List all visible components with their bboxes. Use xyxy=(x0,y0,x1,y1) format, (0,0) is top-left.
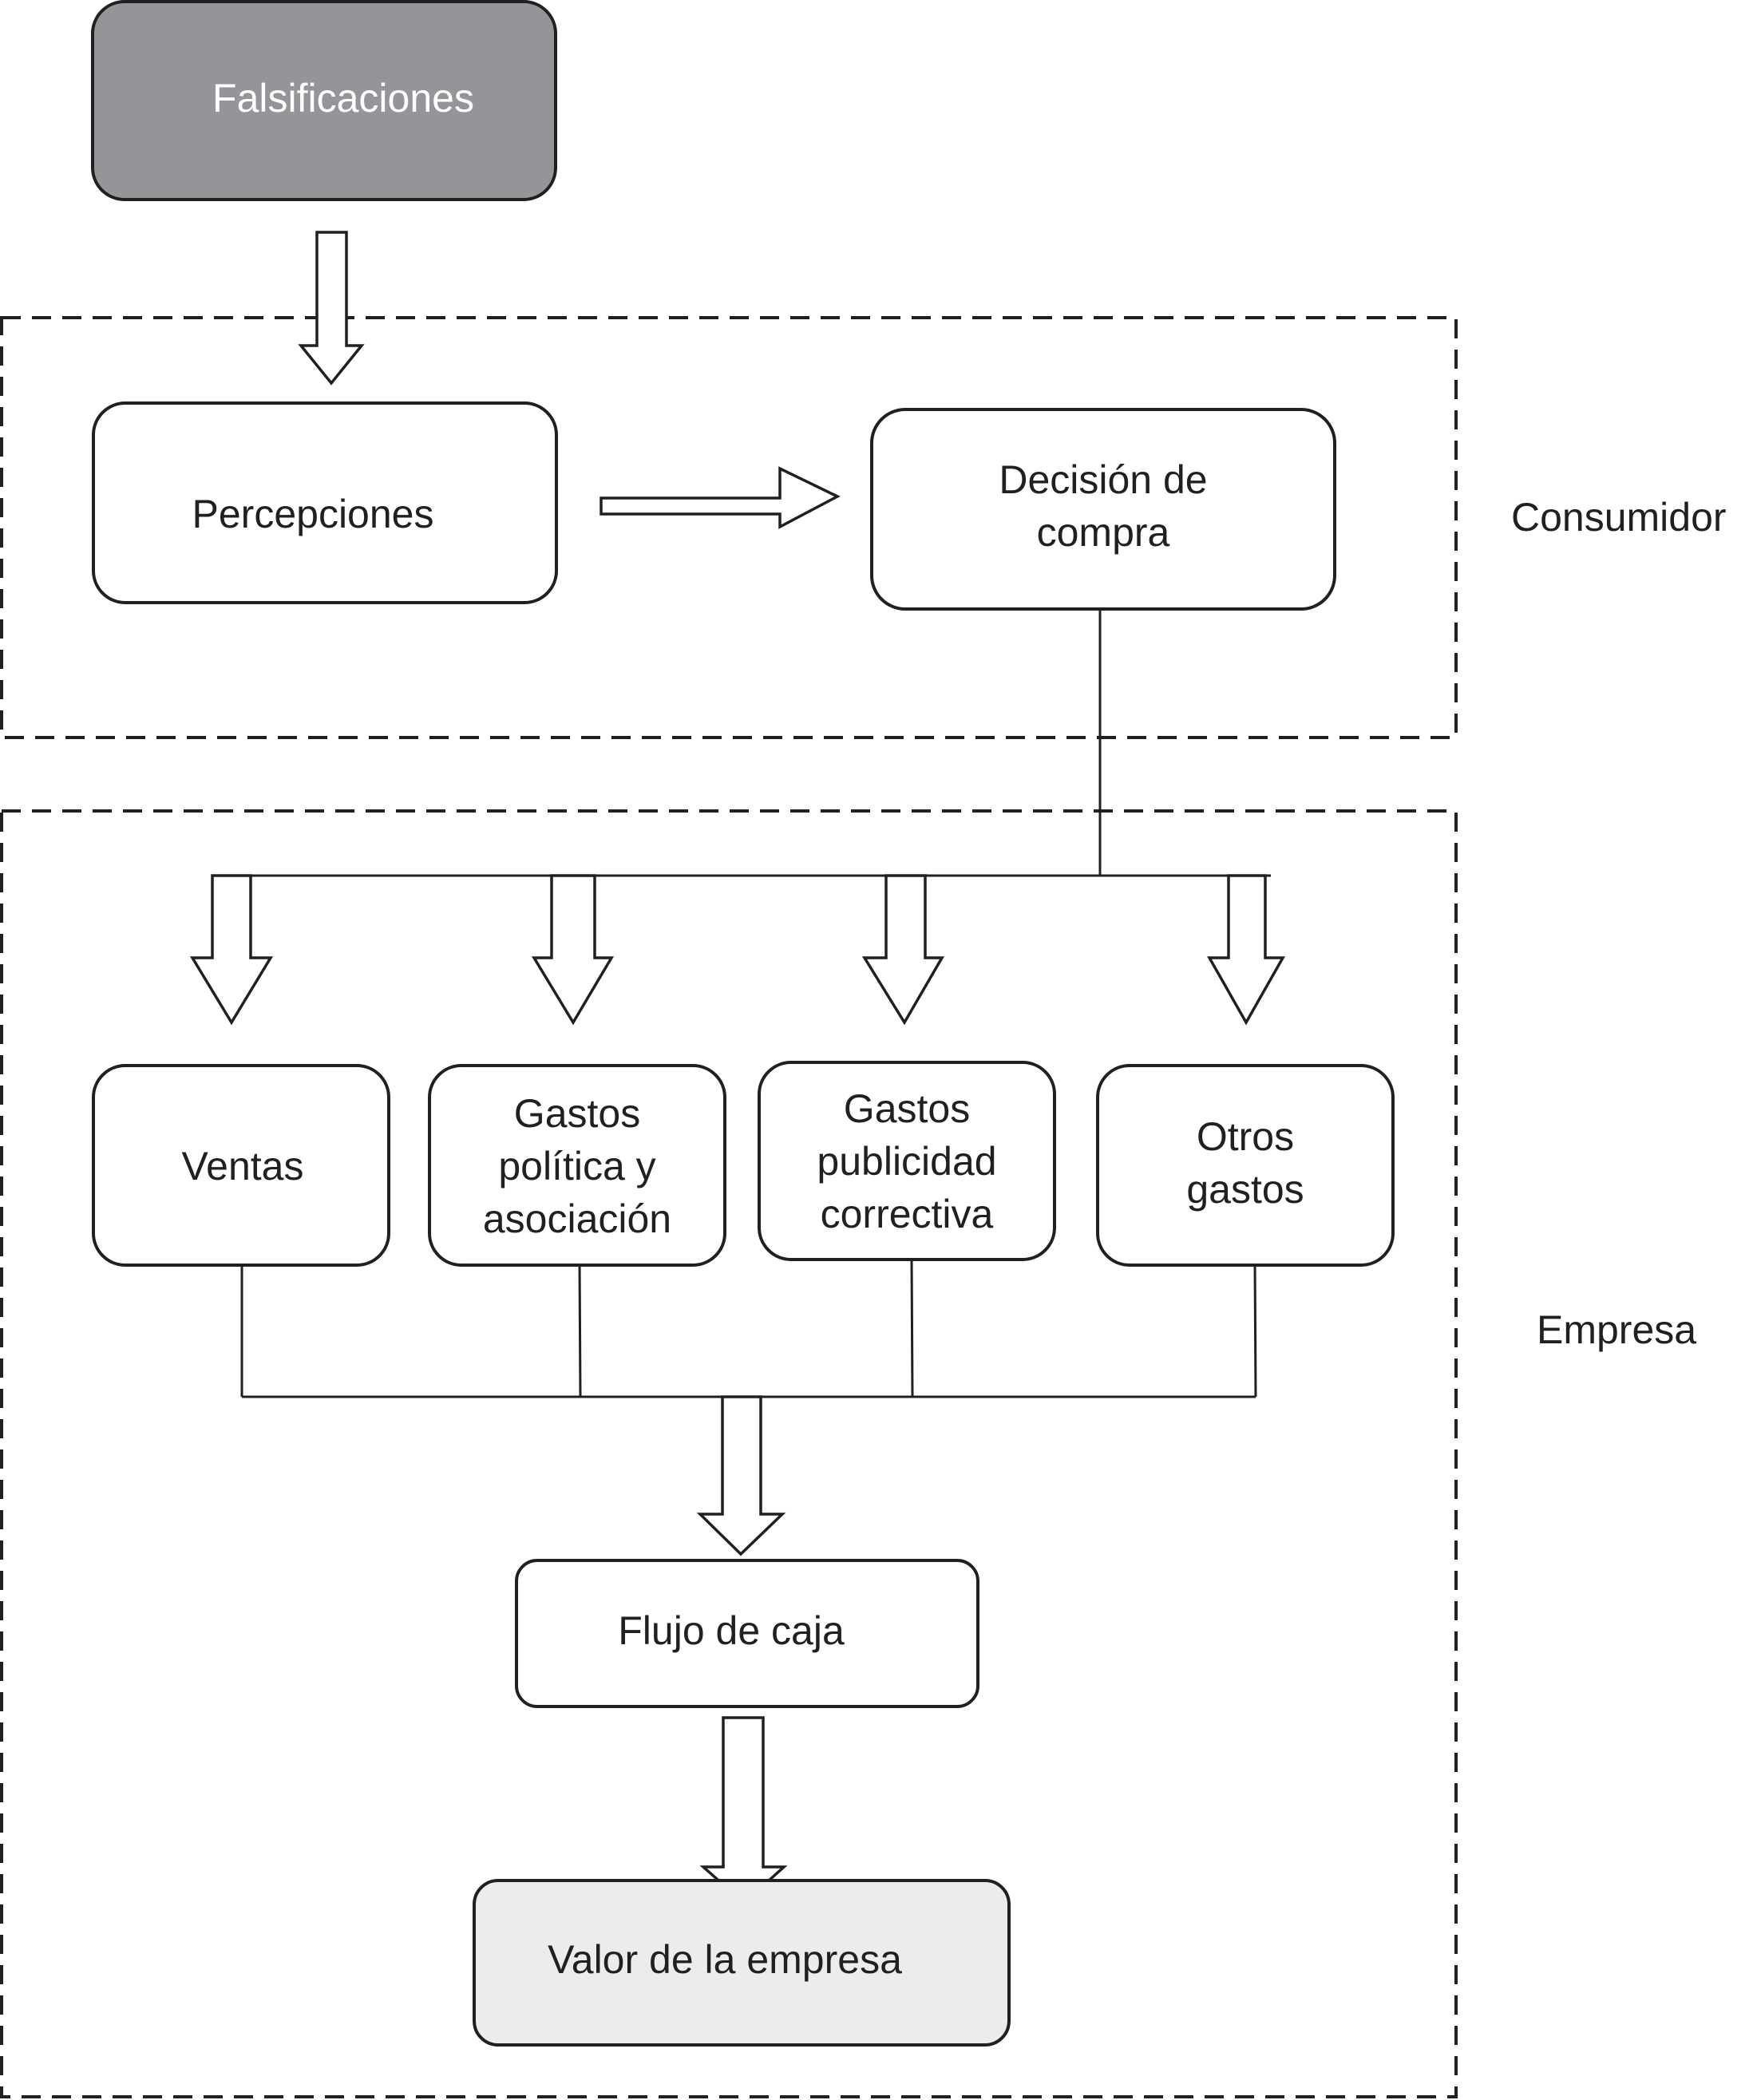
gastos-publicidad-label: Gastos publicidad correctiva xyxy=(817,1086,996,1236)
region-label-empresa: Empresa xyxy=(1537,1307,1696,1352)
gastos-publicidad-box xyxy=(758,1061,1056,1261)
node-valor-de-la-empresa: Valor de la empresa xyxy=(473,1879,1011,2047)
percepciones-label: Percepciones xyxy=(192,492,434,536)
ventas-box xyxy=(92,1064,390,1267)
node-label-line: política y xyxy=(498,1144,655,1188)
arrow-down-icon xyxy=(189,874,274,1026)
node-gastos-publicidad: Gastos publicidad correctiva xyxy=(758,1061,1056,1261)
arrow-right-icon xyxy=(600,466,841,529)
node-flujo-de-caja: Flujo de caja xyxy=(515,1559,979,1708)
gastos-politica-box xyxy=(428,1064,726,1267)
node-label-line: Percepciones xyxy=(192,492,434,536)
node-label-line: Gastos xyxy=(514,1091,640,1136)
node-label-line: gastos xyxy=(1186,1167,1304,1212)
arrow-down-icon xyxy=(861,874,945,1026)
valor-empresa-label: Valor de la empresa xyxy=(548,1937,902,1982)
node-label-line: Decisión de xyxy=(999,457,1207,502)
falsificaciones-box xyxy=(91,0,557,201)
region-label-consumidor: Consumidor xyxy=(1511,495,1727,540)
arrow-down-icon xyxy=(1206,874,1286,1026)
otros-gastos-stem-line xyxy=(1253,1260,1257,1398)
gastos-politica-label: Gastos política y asociación xyxy=(483,1091,671,1241)
node-label-line: Valor de la empresa xyxy=(548,1937,902,1982)
ventas-label: Ventas xyxy=(182,1144,304,1188)
node-label-line: Otros xyxy=(1197,1114,1294,1159)
node-label-line: Ventas xyxy=(182,1144,304,1188)
node-label-line: publicidad xyxy=(817,1139,996,1184)
arrow-down-icon xyxy=(298,231,365,386)
node-label-line: Gastos xyxy=(844,1086,970,1131)
otros-gastos-label: Otros gastos xyxy=(1186,1114,1304,1212)
connectors xyxy=(220,608,1271,1398)
arrows xyxy=(189,231,1286,1905)
arrow-down-icon xyxy=(699,1716,788,1905)
falsificaciones-label: Falsificaciones xyxy=(212,76,474,121)
flujo-caja-label: Flujo de caja xyxy=(618,1608,845,1653)
decision-label: Decisión de compra xyxy=(999,457,1207,555)
node-label-line: Falsificaciones xyxy=(212,76,474,121)
otros-gastos-box xyxy=(1096,1064,1395,1267)
flujo-caja-box xyxy=(515,1559,979,1708)
region-empresa xyxy=(0,809,1458,2098)
node-falsificaciones: Falsificaciones xyxy=(91,0,557,201)
arrow-down-icon xyxy=(696,1395,786,1556)
node-label-line: asociación xyxy=(483,1196,671,1241)
node-label-line: compra xyxy=(1037,510,1170,555)
node-percepciones: Percepciones xyxy=(92,401,558,604)
node-gastos-politica: Gastos política y asociación xyxy=(428,1064,726,1267)
node-label-line: correctiva xyxy=(821,1192,994,1236)
node-decision-de-compra: Decisión de compra xyxy=(870,408,1336,611)
percepciones-box xyxy=(92,401,558,604)
node-ventas: Ventas xyxy=(92,1064,390,1267)
arrow-down-icon xyxy=(531,874,615,1026)
node-otros-gastos: Otros gastos xyxy=(1096,1064,1395,1267)
decision-box xyxy=(870,408,1336,611)
node-label-line: Flujo de caja xyxy=(618,1608,845,1653)
valor-empresa-box xyxy=(473,1879,1011,2047)
